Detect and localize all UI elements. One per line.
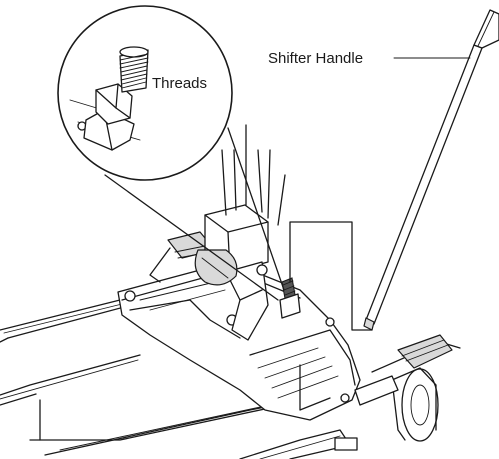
threads-label: Threads: [152, 75, 207, 92]
shifter-socket: [279, 277, 301, 319]
caster-tire: [401, 368, 439, 442]
tower-pivot-bolt: [256, 264, 268, 276]
base-frame: [0, 299, 358, 459]
shifter-handle: [363, 9, 499, 331]
detail-circle: [57, 5, 233, 181]
callout-lines: [104, 127, 285, 301]
bolt-left: [124, 290, 136, 302]
rear-wheel: [194, 249, 238, 286]
caster-wheel: [354, 334, 461, 442]
routing-line: [289, 221, 373, 331]
shifter-handle-label: Shifter Handle: [268, 50, 363, 67]
base-casting: [117, 261, 361, 421]
bolt-right-lower: [340, 393, 350, 403]
lower-bracket: [334, 437, 358, 451]
detail-callout: [57, 5, 233, 181]
bolt-right-upper: [325, 317, 335, 327]
